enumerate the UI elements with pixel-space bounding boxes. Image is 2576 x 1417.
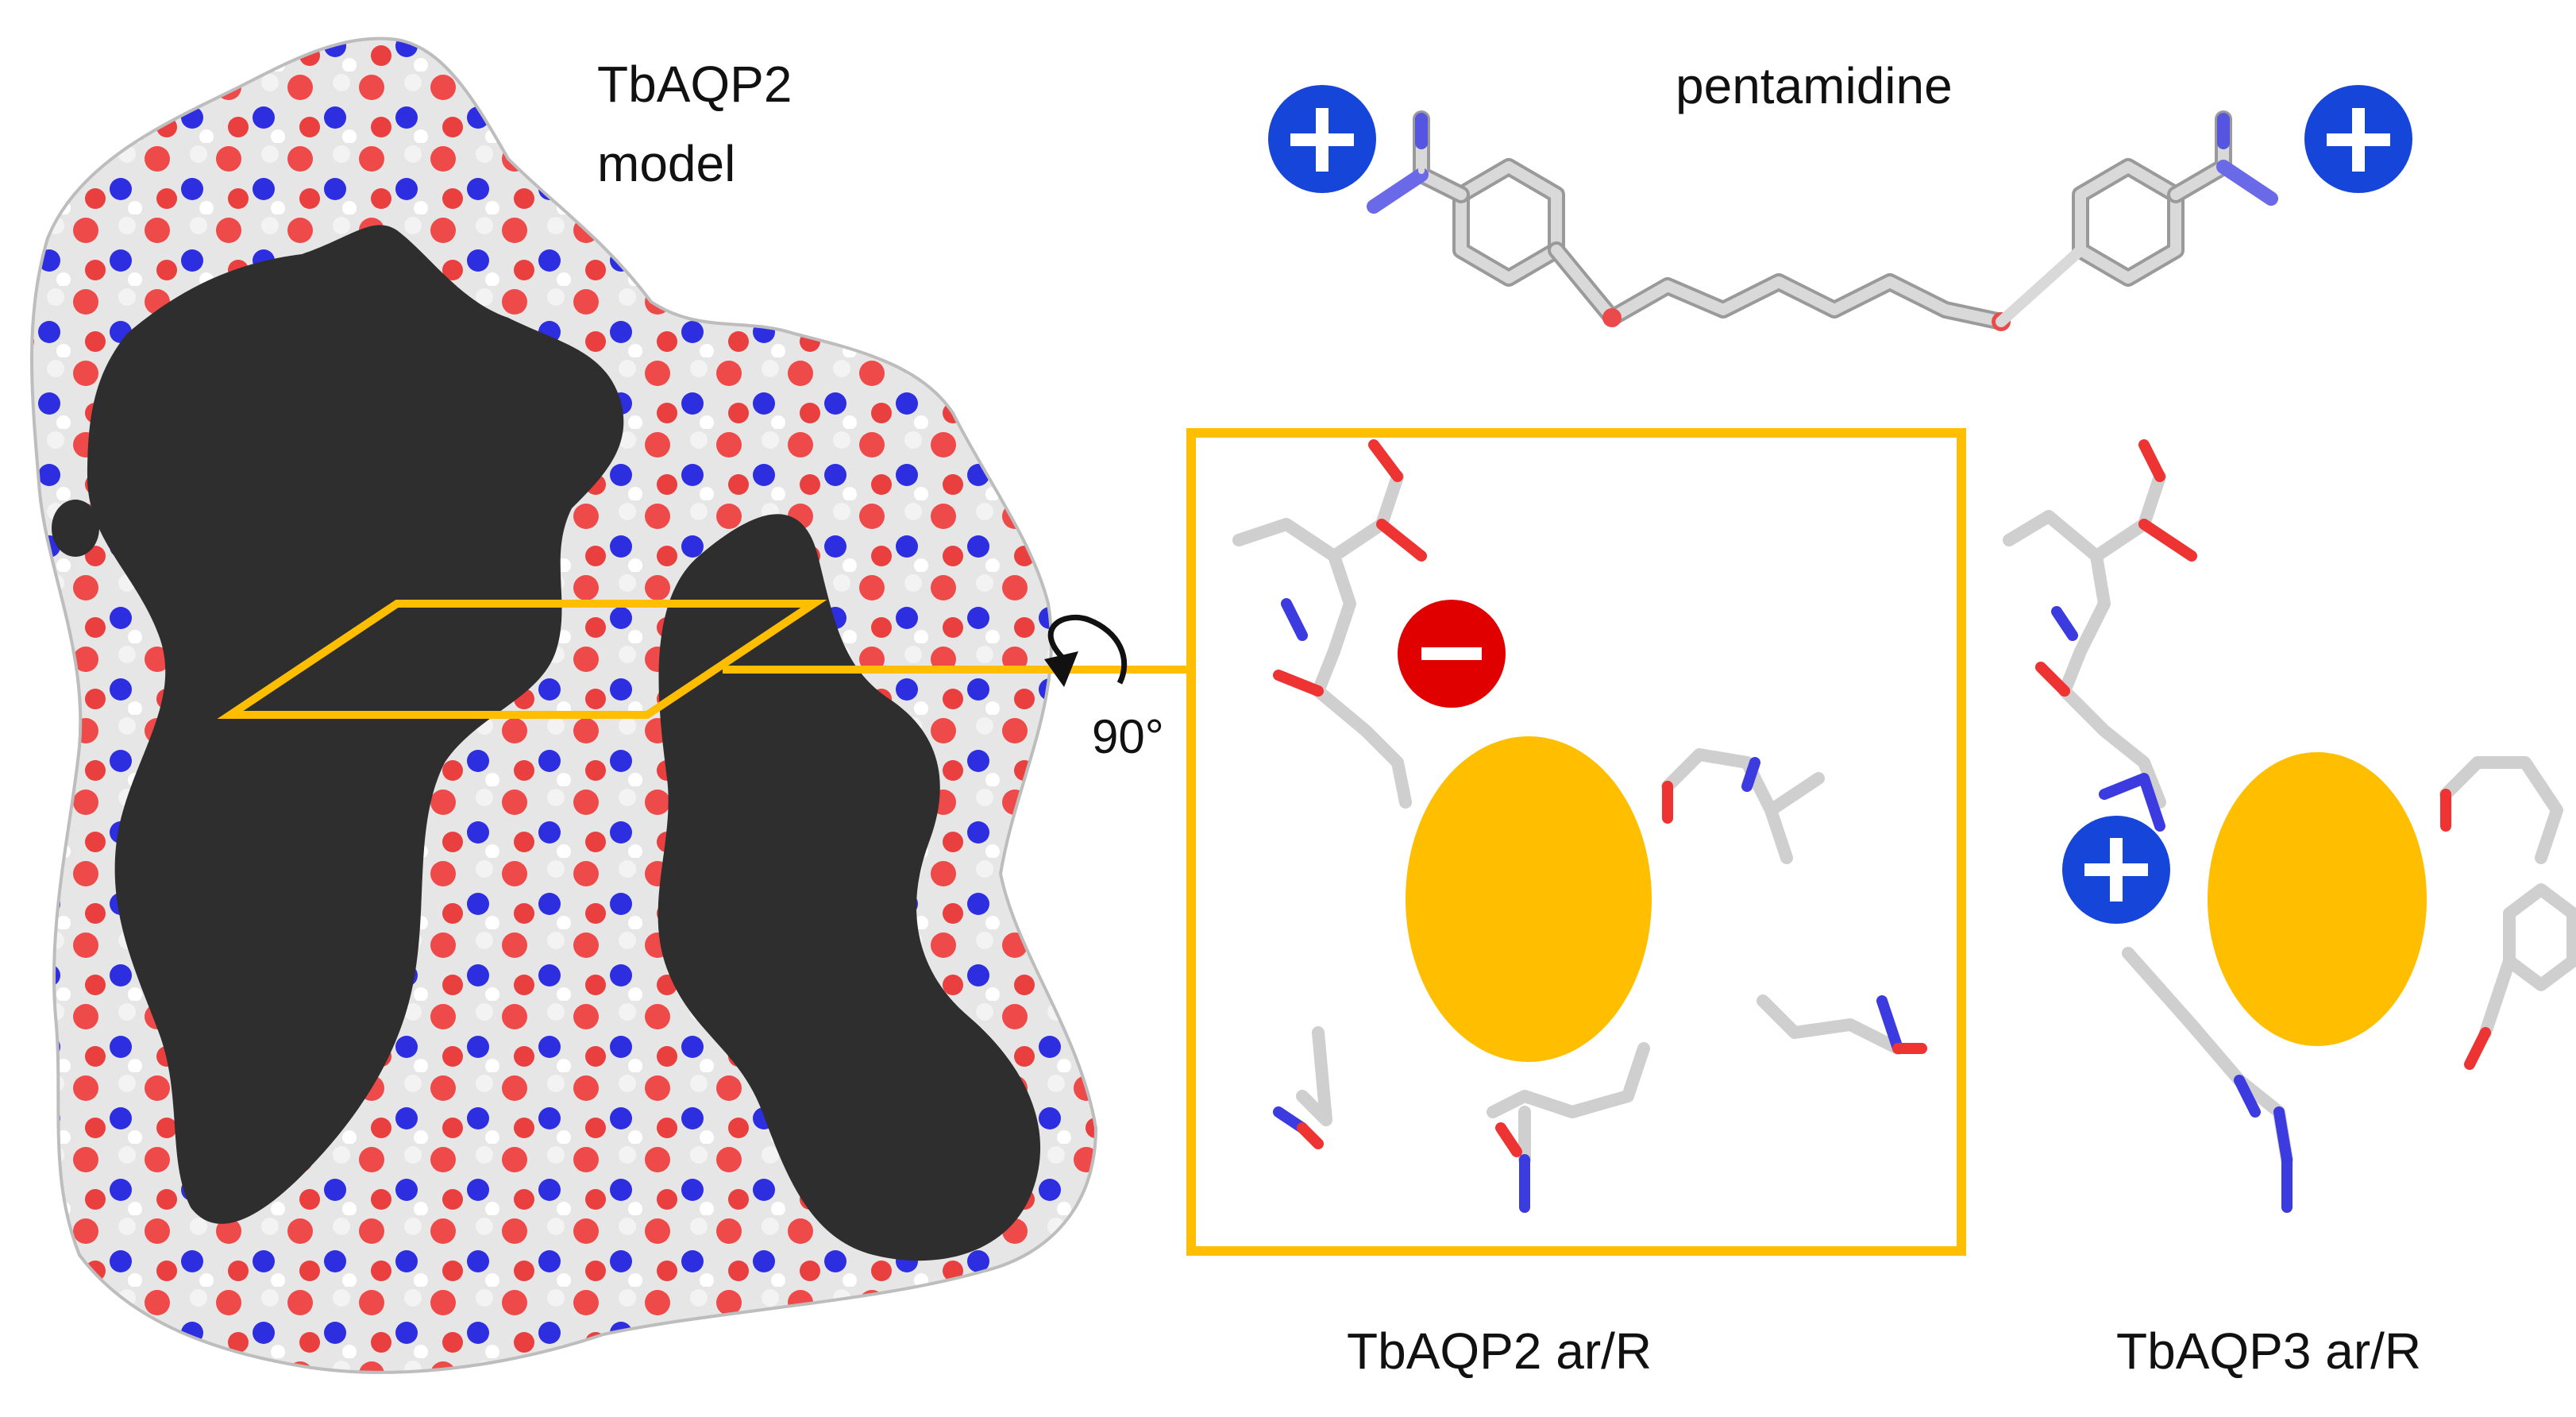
surface-cutaway [87, 225, 624, 1224]
aqp3-positive-charge [2062, 816, 2170, 924]
rotation-arrow-icon [1044, 614, 1128, 687]
panel-aqp3-label: TbAQP3 ar/R [2116, 1322, 2422, 1380]
pentamidine-charge-right [2304, 85, 2412, 193]
protein-surface-model [30, 37, 1098, 1374]
aqp2-pore-ellipse [1406, 736, 1652, 1062]
pentamidine-molecule [1367, 110, 2278, 331]
aqp3-pore-ellipse [2208, 752, 2427, 1046]
surface-cutaway-right [657, 514, 1041, 1261]
aqp2-residues [1232, 439, 1927, 1213]
model-title-line2: model [597, 135, 736, 192]
rotation-label: 90° [1092, 710, 1164, 763]
model-title-line1: TbAQP2 [597, 56, 792, 113]
aqp2-panel-frame [1186, 428, 1966, 1256]
panel-aqp2-label: TbAQP2 ar/R [1347, 1322, 1652, 1380]
surface-pore-hole [52, 500, 99, 557]
ligand-name: pentamidine [1676, 57, 1953, 114]
slice-parallelogram [217, 600, 827, 719]
aqp3-residues [2003, 439, 2576, 1213]
aqp2-negative-charge [1398, 600, 1506, 708]
pentamidine-charge-left [1268, 85, 1376, 193]
